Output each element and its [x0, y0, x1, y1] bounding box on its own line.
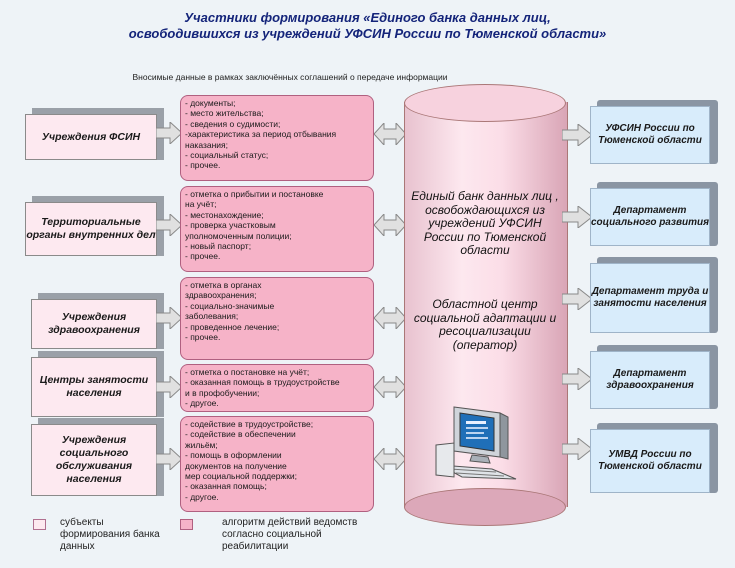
info-line: - проведенное лечение; — [185, 321, 280, 332]
info-box-police: - отметка о прибытии и постановке на учё… — [180, 186, 374, 272]
info-line: - оказанная помощь в трудоустройстве — [185, 377, 340, 388]
info-line: - содействие в трудоустройстве; — [185, 419, 314, 429]
double-arrow — [374, 123, 406, 145]
source-box-social: Учреждения социального обслуживания насе… — [31, 424, 157, 496]
info-line: - содействие в обеспечении — [185, 429, 296, 440]
info-line: - прочее. — [185, 160, 221, 171]
info-line: и в профобучении; — [185, 387, 260, 398]
operator-title: Областной центр социальной адаптации и р… — [413, 297, 557, 352]
title-line-1: Участники формирования «Единого банка да… — [184, 10, 551, 25]
source-box-police: Территориальные органы внутренних дел — [25, 202, 157, 256]
info-line: на учёт; — [185, 199, 217, 210]
info-line: наказания; — [185, 139, 228, 150]
destination-box-ufsin: УФСИН России по Тюменской области — [590, 106, 710, 164]
info-box-social: - содействие в трудоустройстве; - содейс… — [180, 416, 374, 512]
destination-box-social-development: Департамент социального развития — [590, 188, 710, 246]
info-line: - новый паспорт; — [185, 241, 252, 252]
arrow-right — [562, 368, 592, 390]
info-box-fsin: - документы; - место жительства; - сведе… — [180, 95, 374, 181]
info-line: - прочее. — [185, 251, 221, 262]
source-box-fsin: Учреждения ФСИН — [25, 114, 157, 160]
computer-icon — [435, 406, 517, 480]
destination-box-labor: Департамент труда и занятости населения — [590, 263, 710, 333]
info-line: документов на получение — [185, 460, 287, 471]
double-arrow — [374, 307, 406, 329]
info-line: - отметка о прибытии и постановке — [185, 189, 324, 199]
info-line: - отметка о постановке на учёт; — [185, 367, 310, 377]
info-line: мер социальной поддержки; — [185, 471, 298, 482]
source-box-employment: Центры занятости населения — [31, 357, 157, 417]
arrow-right — [562, 438, 592, 460]
info-line: жильём; — [185, 439, 218, 450]
legend-swatch-sources — [33, 519, 46, 530]
legend-label-sources: субъекты формирования банка данных — [60, 517, 160, 552]
info-line: - сведения о судимости; — [185, 118, 281, 129]
info-line: здравоохранения; — [185, 290, 257, 301]
info-line: - помощь в оформлении — [185, 450, 282, 461]
legend-swatch-actions — [180, 519, 193, 530]
info-line: - документы; — [185, 98, 236, 108]
destination-box-umvd: УМВД России по Тюменской области — [590, 429, 710, 493]
arrow-right — [562, 124, 592, 146]
arrow-right — [156, 448, 182, 470]
info-line: - проверка участковым — [185, 220, 276, 231]
info-line: заболевания; — [185, 311, 239, 322]
double-arrow — [374, 214, 406, 236]
arrow-right — [562, 288, 592, 310]
info-line: - прочее. — [185, 332, 221, 343]
info-line: -характеристика за период отбывания — [185, 129, 337, 140]
info-line: - социальный статус; — [185, 150, 269, 161]
arrow-right — [156, 214, 182, 236]
arrow-right — [156, 376, 182, 398]
legend-label-actions: алгоритм действий ведомств согласно соци… — [222, 517, 358, 552]
double-arrow — [374, 376, 406, 398]
source-box-health: Учреждения здравоохранения — [31, 299, 157, 349]
info-line: - место жительства; — [185, 108, 264, 119]
info-line: - оказанная помощь; — [185, 481, 267, 492]
info-line: - отметка в органах — [185, 280, 262, 290]
database-cylinder-top — [404, 84, 566, 122]
info-line: - другое. — [185, 491, 219, 502]
info-line: - социально-значимые — [185, 300, 275, 311]
info-box-employment: - отметка о постановке на учёт; - оказан… — [180, 364, 374, 412]
info-line: уполномоченным полиции; — [185, 230, 292, 241]
info-box-health: - отметка в органах здравоохранения; - с… — [180, 277, 374, 360]
arrow-right — [562, 206, 592, 228]
destination-box-health: Департамент здравоохранения — [590, 351, 710, 409]
diagram-subtitle: Вносимые данные в рамках заключённых сог… — [132, 72, 448, 82]
title-line-2: освободившихся из учреждений УФСИН Росси… — [128, 26, 607, 41]
database-cylinder-bottom — [404, 488, 566, 526]
info-line: - местонахождение; — [185, 209, 264, 220]
double-arrow — [374, 448, 406, 470]
database-title: Единый банк данных лиц , освобождающихся… — [411, 189, 559, 257]
diagram-title: Участники формирования «Единого банка да… — [0, 10, 735, 42]
arrow-right — [156, 307, 182, 329]
arrow-right — [156, 122, 182, 144]
info-line: - другое. — [185, 398, 219, 409]
